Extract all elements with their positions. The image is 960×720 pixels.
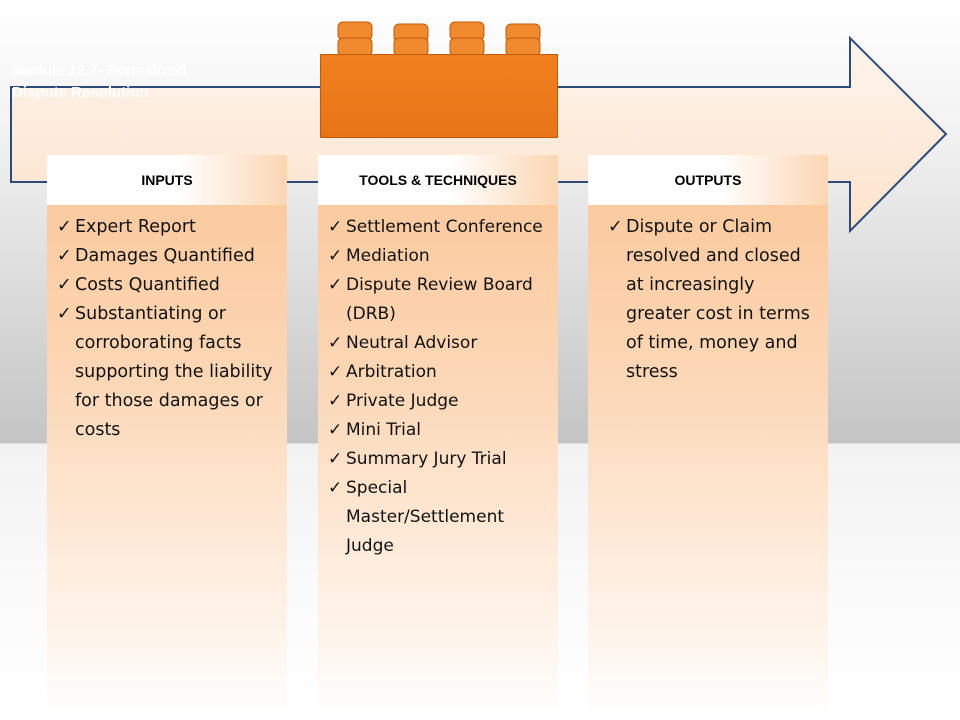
checkmark-icon: ✓ <box>57 246 72 266</box>
checkmark-icon: ✓ <box>328 333 343 353</box>
checkmark-icon: ✓ <box>57 275 72 295</box>
list-item: ✓Summary Jury Trial <box>328 445 550 474</box>
checkmark-icon: ✓ <box>328 478 343 498</box>
inputs-column: INPUTS ✓Expert Report✓Damages Quantified… <box>47 155 287 720</box>
checkmark-icon: ✓ <box>328 391 343 411</box>
list-item-text: Neutral Advisor <box>346 333 478 353</box>
brick-face <box>320 54 558 138</box>
list-item: ✓Costs Quantified <box>57 271 279 300</box>
column-heading-tools-techniques: TOOLS & TECHNIQUES <box>318 155 558 205</box>
list-item-text: Dispute Review Board (DRB) <box>346 275 533 324</box>
list-item: ✓Substantiating or corroborating facts s… <box>57 300 279 445</box>
brick-studs <box>337 21 541 57</box>
list-item: ✓Dispute Review Board (DRB) <box>328 271 550 329</box>
list-item-text: Dispute or Claim resolved and closed at … <box>626 217 810 382</box>
module-title: Module 12.7- Formalized Dispute Resoluti… <box>12 62 187 101</box>
list-item: ✓Dispute or Claim resolved and closed at… <box>608 213 814 387</box>
outputs-column: OUTPUTS ✓Dispute or Claim resolved and c… <box>588 155 828 720</box>
list-item: ✓Arbitration <box>328 358 550 387</box>
list-item-text: Mini Trial <box>346 420 422 440</box>
list-item-text: Special Master/Settlement Judge <box>346 478 505 556</box>
tools-techniques-list: ✓Settlement Conference✓Mediation✓Dispute… <box>328 213 550 561</box>
list-item: ✓Damages Quantified <box>57 242 279 271</box>
module-brick <box>318 18 560 138</box>
list-item-text: Damages Quantified <box>75 246 255 266</box>
list-item: ✓Private Judge <box>328 387 550 416</box>
checkmark-icon: ✓ <box>57 217 72 237</box>
tools-techniques-column: TOOLS & TECHNIQUES ✓Settlement Conferenc… <box>318 155 558 720</box>
checkmark-icon: ✓ <box>57 304 72 324</box>
column-heading-outputs: OUTPUTS <box>588 155 828 205</box>
outputs-list: ✓Dispute or Claim resolved and closed at… <box>608 213 814 387</box>
list-item-text: Substantiating or corroborating facts su… <box>75 304 273 440</box>
list-item-text: Settlement Conference <box>346 217 543 237</box>
list-item: ✓Special Master/Settlement Judge <box>328 474 550 561</box>
checkmark-icon: ✓ <box>328 449 343 469</box>
list-item-text: Mediation <box>346 246 430 266</box>
list-item-text: Costs Quantified <box>75 275 220 295</box>
checkmark-icon: ✓ <box>328 217 343 237</box>
list-item-text: Expert Report <box>75 217 196 237</box>
list-item: ✓Expert Report <box>57 213 279 242</box>
checkmark-icon: ✓ <box>328 420 343 440</box>
checkmark-icon: ✓ <box>328 246 343 266</box>
list-item: ✓Settlement Conference <box>328 213 550 242</box>
list-item: ✓Mediation <box>328 242 550 271</box>
list-item-text: Private Judge <box>346 391 459 411</box>
list-item-text: Summary Jury Trial <box>346 449 507 469</box>
list-item-text: Arbitration <box>346 362 437 382</box>
list-item: ✓Neutral Advisor <box>328 329 550 358</box>
list-item: ✓Mini Trial <box>328 416 550 445</box>
checkmark-icon: ✓ <box>608 217 623 237</box>
checkmark-icon: ✓ <box>328 275 343 295</box>
column-heading-inputs: INPUTS <box>47 155 287 205</box>
checkmark-icon: ✓ <box>328 362 343 382</box>
inputs-list: ✓Expert Report✓Damages Quantified✓Costs … <box>57 213 279 445</box>
